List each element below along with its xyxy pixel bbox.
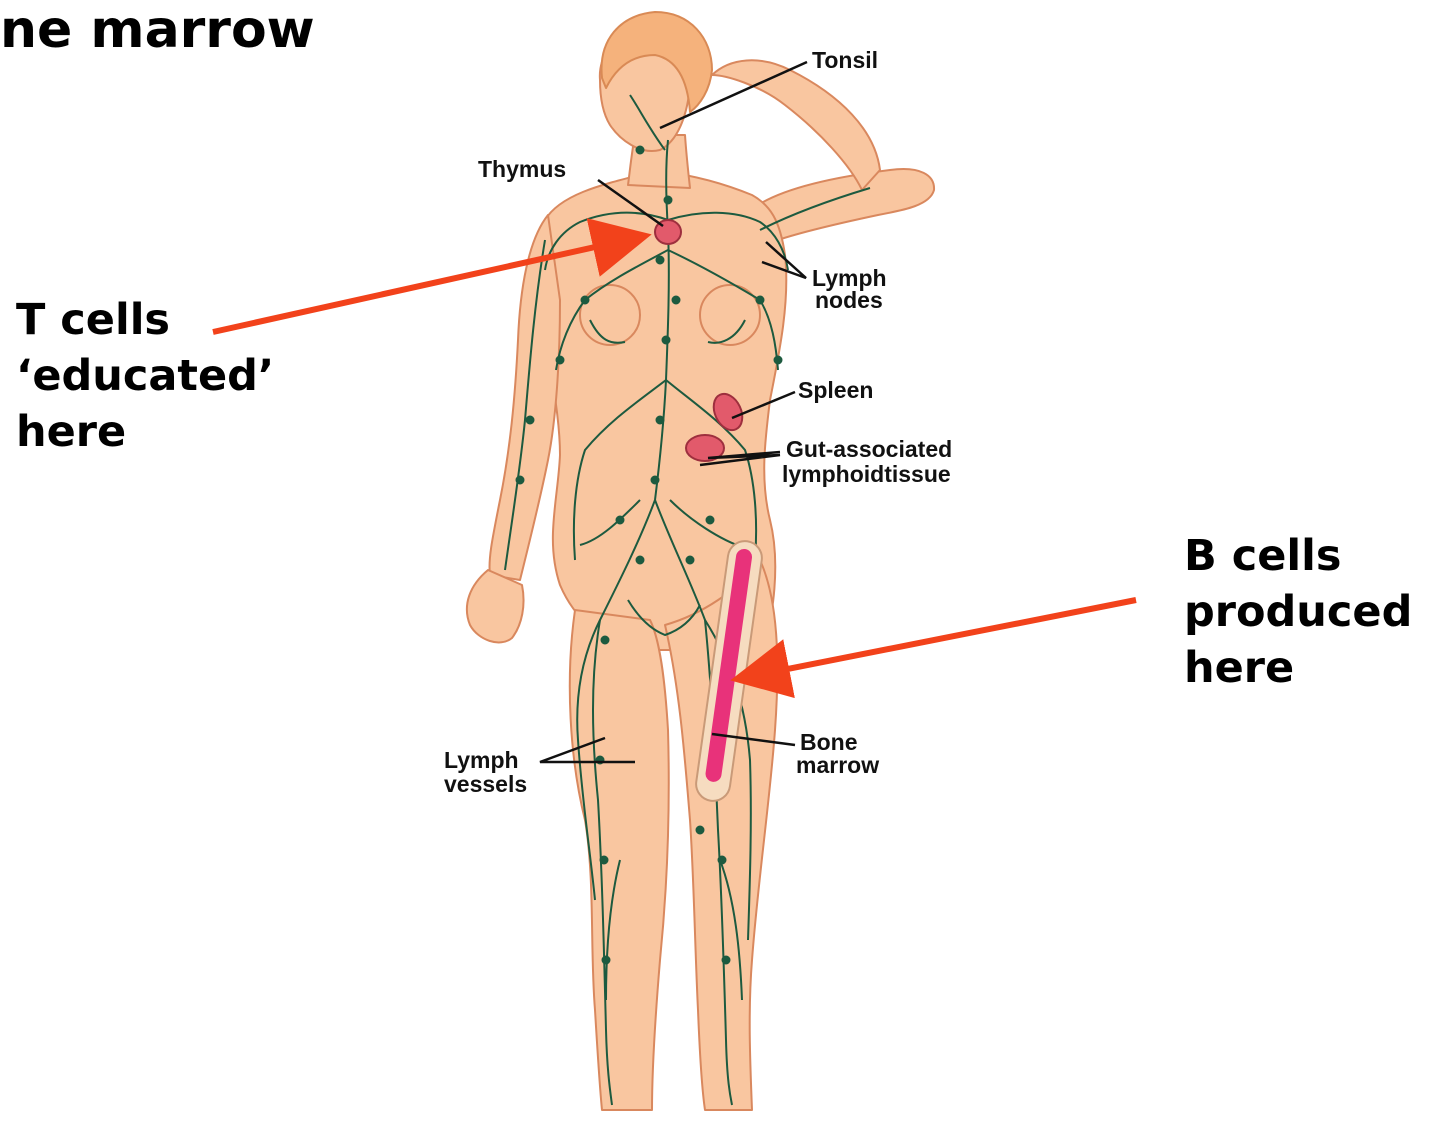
lymph-node-dot-16 — [723, 957, 730, 964]
lymph-node-dot-15 — [603, 957, 610, 964]
lymph-node-dot-25 — [697, 827, 704, 834]
label-gut-2: lymphoidtissue — [782, 461, 951, 487]
lymph-node-dot-13 — [601, 857, 608, 864]
lymph-node-dot-20 — [775, 357, 782, 364]
label-bone-marrow-2: marrow — [796, 752, 879, 778]
label-tonsil: Tonsil — [812, 47, 878, 73]
lymph-node-dot-2 — [657, 257, 664, 264]
lymph-node-dot-5 — [657, 417, 664, 424]
lymph-node-dot-21 — [527, 417, 534, 424]
lymph-node-dot-14 — [719, 857, 726, 864]
hand — [467, 570, 524, 642]
lymph-node-dot-8 — [687, 557, 694, 564]
lymph-node-dot-6 — [652, 477, 659, 484]
lymph-node-dot-18 — [757, 297, 764, 304]
forearm — [712, 60, 880, 190]
raised-arm — [758, 169, 934, 242]
lymph-node-dot-19 — [557, 357, 564, 364]
label-lymph-nodes-2: nodes — [815, 287, 883, 313]
b-cells-arrow — [742, 600, 1136, 678]
lymph-node-dot-24 — [707, 517, 714, 524]
label-spleen: Spleen — [798, 377, 873, 403]
lymph-node-dot-1 — [665, 197, 672, 204]
label-lymph-vessels-2: vessels — [444, 771, 527, 797]
lymph-node-dot-7 — [637, 557, 644, 564]
lymph-node-dot-23 — [617, 517, 624, 524]
lymph-node-dot-9 — [602, 637, 609, 644]
lymph-node-dot-26 — [637, 147, 644, 154]
lymph-node-dot-22 — [517, 477, 524, 484]
label-lymph-vessels-1: Lymph — [444, 747, 519, 773]
lymph-node-dot-17 — [582, 297, 589, 304]
lymph-node-dot-4 — [663, 337, 670, 344]
breast-left — [580, 285, 640, 345]
lymph-node-dot-3 — [673, 297, 680, 304]
label-thymus: Thymus — [478, 156, 566, 182]
label-gut-1: Gut-associated — [786, 436, 952, 462]
